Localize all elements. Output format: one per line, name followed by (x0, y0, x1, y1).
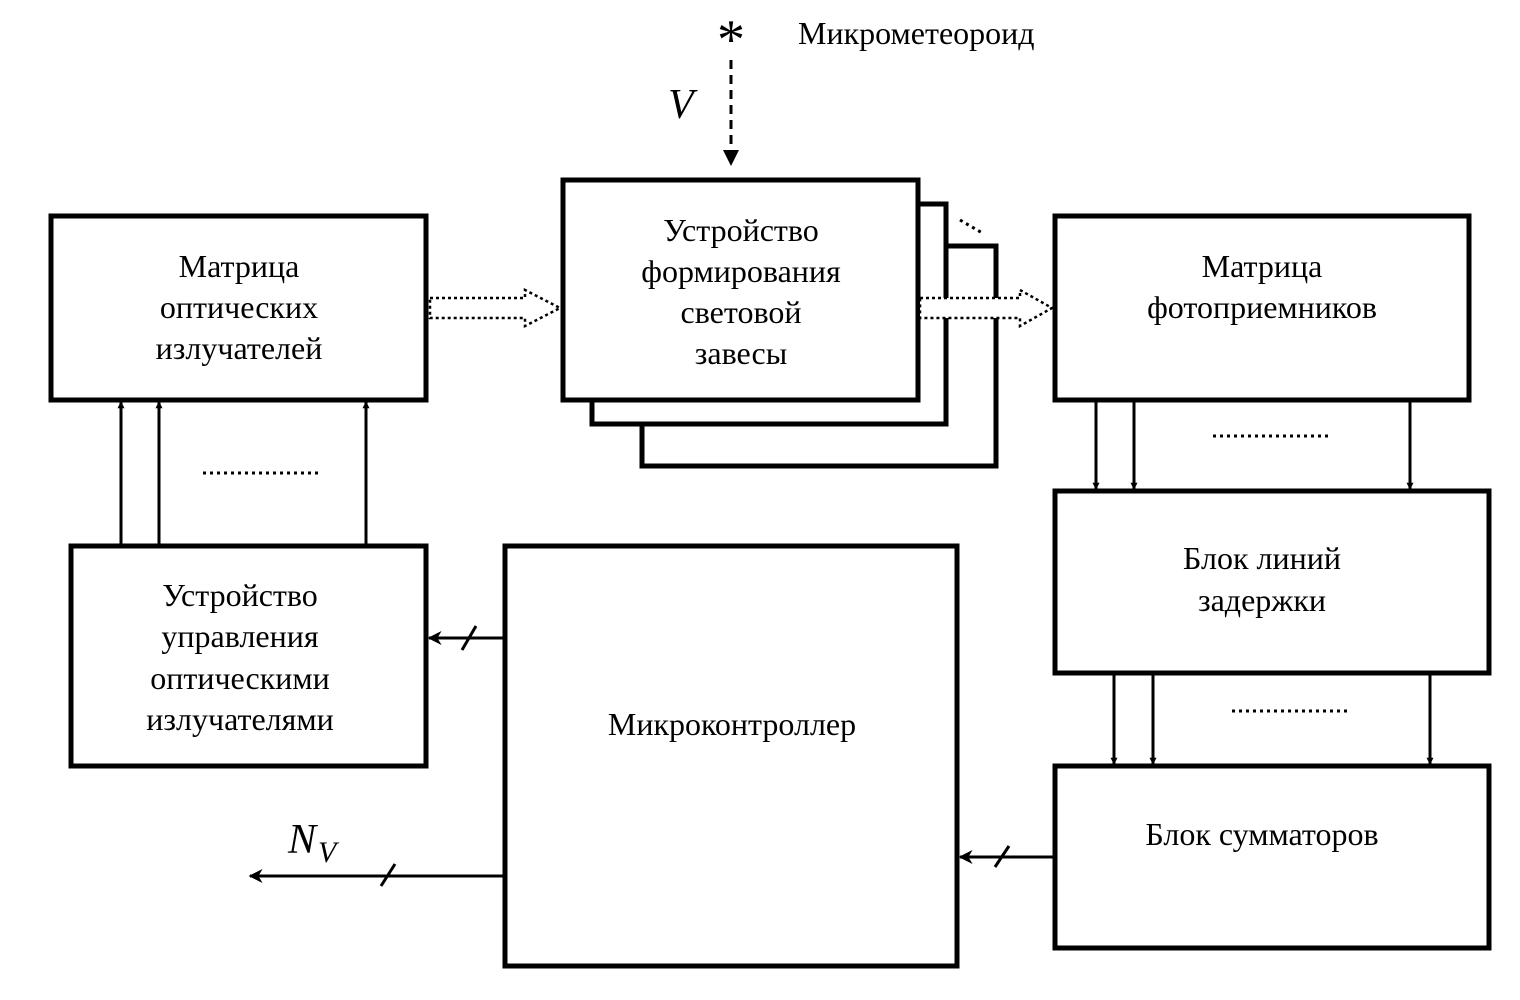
svg-text:световой: световой (681, 294, 802, 330)
svg-text:Матрица: Матрица (179, 248, 300, 284)
svg-text:формирования: формирования (641, 253, 841, 289)
svg-text:задержки: задержки (1198, 582, 1326, 618)
output-label-subscript: V (318, 836, 340, 869)
svg-text:излучателями: излучателями (146, 701, 333, 737)
block-delay-lines: Блок линий задержки (1052, 488, 1492, 676)
svg-text:Блок сумматоров: Блок сумматоров (1145, 816, 1378, 852)
light-flow-arrow-2 (918, 287, 1055, 329)
svg-text:Матрица: Матрица (1202, 248, 1323, 284)
mcu-to-control-bus (427, 625, 503, 651)
svg-text:излучателей: излучателей (156, 330, 323, 366)
svg-text:Блок линий: Блок линий (1183, 540, 1341, 576)
svg-text:управления: управления (161, 618, 318, 654)
block-emitter-control: Устройство управления оптическими излуча… (68, 543, 429, 769)
output-nv: N V (248, 817, 503, 887)
delay-to-adders-links (1110, 675, 1434, 765)
svg-text:завесы: завесы (695, 335, 787, 371)
trajectory-arrowhead (723, 150, 739, 166)
svg-text:Устройство: Устройство (162, 577, 318, 613)
stack-ellipsis (959, 218, 985, 236)
adders-to-mcu-bus (958, 845, 1053, 868)
control-to-emitter-links (117, 401, 370, 544)
meteoroid-label: Микрометеороид (798, 15, 1035, 51)
block-emitter-matrix: Матрица оптических излучателей (48, 213, 429, 403)
block-microcontroller: Микроконтроллер (502, 543, 960, 969)
svg-text:фотоприемников: фотоприемников (1147, 289, 1377, 325)
svg-text:оптическими: оптическими (150, 660, 330, 696)
output-label: N (287, 817, 318, 863)
velocity-label: V (668, 82, 698, 128)
light-flow-arrow-1 (428, 287, 563, 329)
svg-text:Устройство: Устройство (663, 212, 819, 248)
block-curtain-device: Устройство формирования световой завесы (560, 177, 999, 469)
block-photodetector-matrix: Матрица фотоприемников (1052, 213, 1472, 403)
svg-text:Микроконтроллер: Микроконтроллер (608, 706, 856, 742)
photodetector-to-delay-links (1092, 402, 1414, 490)
block-adders: Блок сумматоров (1052, 763, 1492, 951)
svg-text:оптических: оптических (160, 289, 318, 325)
